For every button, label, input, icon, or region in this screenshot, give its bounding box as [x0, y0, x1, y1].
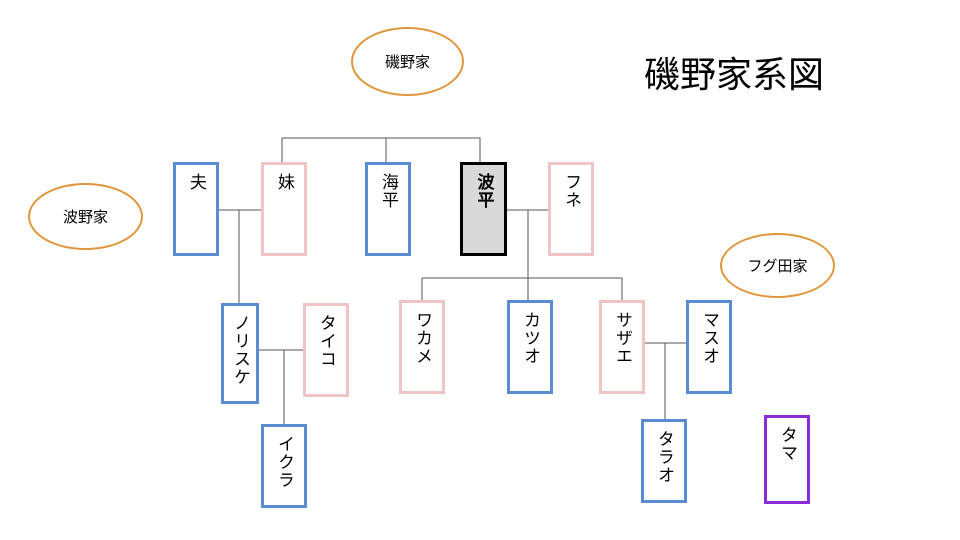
member-label: ワカメ — [412, 311, 432, 365]
connector-otto-imouto — [218, 209, 262, 303]
member-label: イクラ — [274, 435, 294, 489]
member-label: カツオ — [520, 311, 540, 365]
connector-sazae-masuo — [644, 342, 687, 419]
member-norisuke: ノリスケ — [221, 303, 259, 404]
member-taiko: タイコ — [303, 303, 349, 397]
family-isono-ellipse: 磯野家 — [351, 27, 464, 96]
member-otto: 夫 — [173, 162, 219, 256]
connector-siblings — [281, 137, 481, 162]
connector-namihei-fune — [421, 209, 623, 300]
member-fune: フネ — [548, 162, 594, 256]
member-label: マスオ — [699, 311, 719, 365]
member-umihei: 海平 — [365, 162, 411, 256]
member-label: タマ — [777, 426, 797, 462]
member-label: サザエ — [612, 311, 632, 365]
member-sazae: サザエ — [599, 300, 645, 394]
member-label: ノリスケ — [230, 314, 250, 386]
member-tarao: タラオ — [641, 419, 687, 503]
member-label: 波平 — [473, 173, 494, 209]
member-label: タイコ — [316, 314, 336, 368]
member-tama: タマ — [764, 415, 810, 504]
member-label: タラオ — [654, 430, 674, 484]
member-imouto: 妹 — [261, 162, 307, 256]
family-namino-ellipse: 波野家 — [28, 183, 143, 250]
family-label: 磯野家 — [384, 53, 430, 71]
family-fuguta-ellipse: フグ田家 — [720, 233, 835, 298]
member-label: 妹 — [274, 173, 294, 191]
member-masuo: マスオ — [686, 300, 732, 394]
member-label: 海平 — [378, 173, 398, 209]
member-label: フネ — [561, 173, 581, 209]
page-title: 磯野家系図 — [644, 55, 825, 96]
member-label: 夫 — [186, 173, 206, 191]
connector-norisuke-taiko — [258, 349, 304, 424]
member-wakame: ワカメ — [399, 300, 445, 394]
member-katsuo: カツオ — [507, 300, 553, 394]
family-label: フグ田家 — [747, 257, 808, 275]
member-namihei: 波平 — [460, 162, 507, 256]
family-label: 波野家 — [62, 208, 108, 226]
member-ikura: イクラ — [261, 424, 307, 508]
